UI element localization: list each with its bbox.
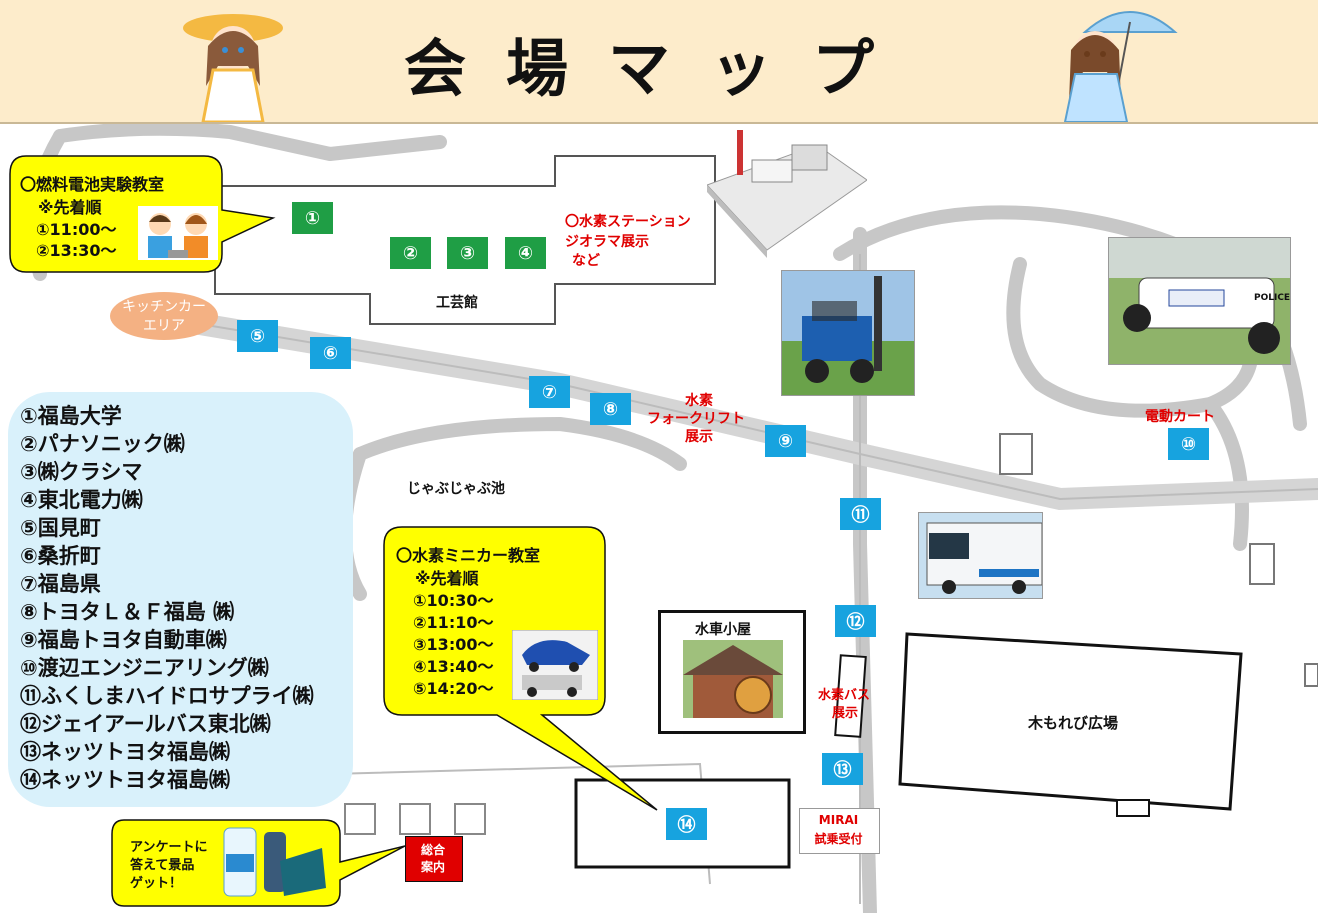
watermill-label: 水車小屋 <box>695 622 751 638</box>
mini-car-kit-photo <box>512 630 598 700</box>
prize-items-photo <box>223 827 326 897</box>
fuel-cell-class-time-1: ①11:00～ <box>36 220 117 239</box>
booth-12-marker[interactable]: ⑫ <box>835 605 876 637</box>
booth-6-marker[interactable]: ⑥ <box>310 337 351 369</box>
exhibitor-legend <box>8 392 353 807</box>
exhibitor-item: ⑧トヨタＬ＆Ｆ福島 ㈱ <box>20 600 235 624</box>
booth-7-marker[interactable]: ⑦ <box>529 376 570 408</box>
mirai-label-line1: MIRAI <box>818 813 859 827</box>
exhibitor-item: ③㈱クラシマ <box>20 460 143 484</box>
page-title: 会場マップ <box>403 32 914 105</box>
booth-2-marker[interactable]: ② <box>390 237 431 269</box>
bus-label-line1: 水素バス <box>818 688 871 703</box>
forklift-label-line3: 展示 <box>685 429 713 445</box>
exhibitor-item: ⑨福島トヨタ自動車㈱ <box>20 628 227 652</box>
hydrogen-bus-photo <box>918 512 1043 599</box>
kitchen-car-label-line2: エリア <box>143 318 185 334</box>
watermill-photo <box>683 640 783 718</box>
fuel-cell-class-note: ※先着順 <box>38 198 102 217</box>
svg-text:POLICE: POLICE <box>1254 293 1290 303</box>
exhibitor-list: ①福島大学 ②パナソニック㈱ ③㈱クラシマ ④東北電力㈱ ⑤国見町 ⑥桑折町 ⑦… <box>20 402 314 794</box>
girl-with-hat-illustration <box>183 14 283 122</box>
mini-car-class-time-1: ①10:30～ <box>413 591 494 610</box>
booth-5-marker[interactable]: ⑤ <box>237 320 278 352</box>
exhibitor-item: ⑥桑折町 <box>20 544 101 568</box>
girl-with-umbrella-illustration <box>1063 11 1178 122</box>
exhibitor-item: ⑤国見町 <box>20 516 101 540</box>
mini-car-class-time-3: ③13:00～ <box>413 635 494 654</box>
exhibitor-item: ②パナソニック㈱ <box>20 432 185 456</box>
info-label-line2: 案内 <box>420 860 445 874</box>
station-label-line1: 〇水素ステーション <box>565 214 691 230</box>
electric-cart-photo: POLICE <box>1108 237 1291 365</box>
kogeikan-label: 工芸館 <box>436 295 478 311</box>
mirai-label-line2: 試乗受付 <box>814 832 863 846</box>
general-info-booth[interactable] <box>405 836 463 882</box>
mini-car-class-time-4: ④13:40～ <box>413 657 494 676</box>
booth-3-marker[interactable]: ③ <box>447 237 488 269</box>
exhibitor-item: ⑪ふくしまハイドロサプライ㈱ <box>20 684 314 708</box>
exhibitor-item: ⑩渡辺エンジニアリング㈱ <box>20 656 269 680</box>
mini-car-class-title: 〇水素ミニカー教室 <box>396 546 541 565</box>
fuel-cell-class-time-2: ②13:30～ <box>36 241 117 260</box>
hydrogen-forklift-photo <box>781 270 915 396</box>
forklift-label-line1: 水素 <box>685 393 713 409</box>
ev-cart-label: 電動カート <box>1145 409 1215 425</box>
booth-4-marker[interactable]: ④ <box>505 237 546 269</box>
survey-text-line2: 答えて景品 <box>130 858 195 873</box>
station-label-line2: ジオラマ展示 <box>565 234 649 250</box>
exhibitor-item: ⑬ネッツトヨタ福島㈱ <box>20 740 230 764</box>
kitchen-car-area <box>110 292 218 340</box>
booth-14-marker[interactable]: ⑭ <box>666 808 707 840</box>
booth-10-marker[interactable]: ⑩ <box>1168 428 1209 460</box>
survey-callout <box>111 819 406 907</box>
mini-car-class-time-5: ⑤14:20～ <box>413 679 494 698</box>
booth-8-marker[interactable]: ⑧ <box>590 393 631 425</box>
exhibitor-item: ⑭ネッツトヨタ福島㈱ <box>20 768 230 792</box>
booth-9-marker[interactable]: ⑨ <box>765 425 806 457</box>
exhibitor-item: ⑦福島県 <box>20 572 101 596</box>
pond-label: じゃぶじゃぶ池 <box>407 481 505 497</box>
hydrogen-station-diorama-photo <box>707 130 867 258</box>
booth-13-marker[interactable]: ⑬ <box>822 753 863 785</box>
kitchen-car-label-line1: キッチンカー <box>122 299 206 315</box>
mini-car-class-note: ※先着順 <box>415 569 479 588</box>
station-label-line3: など <box>572 253 600 269</box>
fuel-cell-class-title: 〇燃料電池実験教室 <box>20 175 165 194</box>
plaza-label: 木もれび広場 <box>1028 714 1119 732</box>
survey-text-line3: ゲット！ <box>130 876 183 891</box>
mirai-test-drive-booth <box>799 808 880 854</box>
mini-car-class-time-2: ②11:10～ <box>413 613 494 632</box>
booth-11-marker[interactable]: ⑪ <box>840 498 881 530</box>
bus-label-line2: 展示 <box>832 706 859 721</box>
info-label-line1: 総合 <box>420 843 445 857</box>
booth-1-marker[interactable]: ① <box>292 202 333 234</box>
kids-experiment-illustration <box>138 206 218 260</box>
exhibitor-item: ①福島大学 <box>20 404 122 428</box>
survey-text-line1: アンケートに <box>130 840 208 855</box>
forklift-label-line2: フォークリフト <box>647 411 745 427</box>
exhibitor-item: ⑫ジェイアールバス東北㈱ <box>20 712 271 736</box>
exhibitor-item: ④東北電力㈱ <box>20 488 143 512</box>
